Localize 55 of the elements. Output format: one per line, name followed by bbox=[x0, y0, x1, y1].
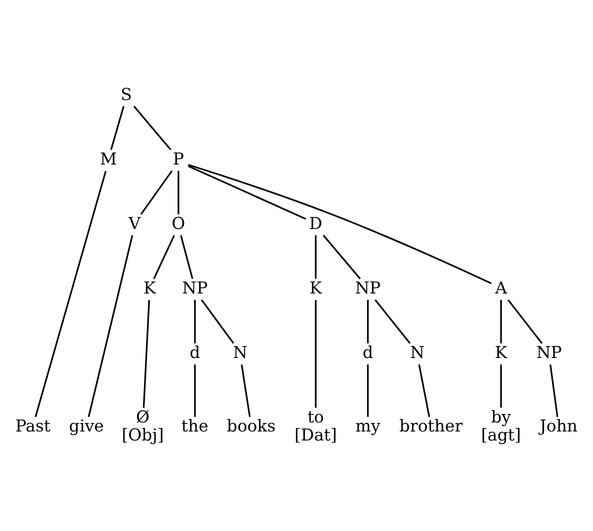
connector bbox=[178, 170, 180, 214]
connector bbox=[200, 298, 234, 344]
node-text: K bbox=[310, 278, 322, 298]
node-text: brother bbox=[399, 416, 463, 436]
node-text: d bbox=[190, 342, 200, 362]
connector bbox=[194, 364, 196, 416]
node-text: A bbox=[495, 278, 507, 298]
node-text: Past bbox=[15, 416, 51, 436]
connector bbox=[110, 106, 124, 150]
node-text: d bbox=[362, 342, 374, 362]
connector bbox=[367, 364, 369, 416]
connector bbox=[500, 299, 502, 343]
connector bbox=[34, 170, 107, 417]
node-text: M bbox=[100, 149, 117, 168]
node-text: books bbox=[226, 416, 276, 436]
connector bbox=[133, 105, 172, 150]
node-text: K bbox=[494, 342, 508, 362]
node-text: N bbox=[410, 342, 425, 362]
connector bbox=[550, 364, 558, 417]
connector bbox=[180, 234, 194, 279]
node-text: to bbox=[307, 407, 324, 426]
node-text: P bbox=[172, 149, 184, 168]
node-label: [Obj] bbox=[122, 424, 164, 444]
connector bbox=[507, 298, 543, 344]
node-text: D bbox=[309, 214, 322, 233]
connector bbox=[500, 364, 502, 408]
connector bbox=[153, 234, 175, 279]
connector bbox=[142, 299, 150, 408]
node-text: by bbox=[491, 407, 511, 426]
node-text: K bbox=[143, 278, 156, 298]
node-text: NP bbox=[355, 278, 381, 298]
connector bbox=[140, 170, 173, 214]
node-text: V bbox=[128, 214, 140, 233]
node-text: NP bbox=[536, 342, 562, 362]
connector bbox=[88, 234, 134, 416]
node-text: N bbox=[233, 342, 248, 362]
node-label: [Dat] bbox=[294, 424, 337, 444]
connector bbox=[322, 234, 361, 279]
connector bbox=[314, 234, 317, 278]
connector bbox=[188, 164, 306, 220]
connector bbox=[367, 299, 369, 343]
connector bbox=[240, 364, 251, 417]
node-text: O bbox=[172, 214, 186, 233]
node-text: S bbox=[120, 84, 132, 104]
node-text: the bbox=[181, 416, 208, 436]
connector bbox=[418, 364, 430, 417]
connector bbox=[188, 163, 492, 284]
node-text: NP bbox=[182, 278, 208, 298]
node-text: give bbox=[69, 416, 104, 436]
connector bbox=[314, 300, 317, 408]
connector bbox=[194, 299, 196, 343]
connector bbox=[374, 298, 411, 344]
node-text: John bbox=[540, 416, 578, 436]
node-text: Ø bbox=[136, 407, 150, 426]
node-text: my bbox=[355, 416, 380, 436]
